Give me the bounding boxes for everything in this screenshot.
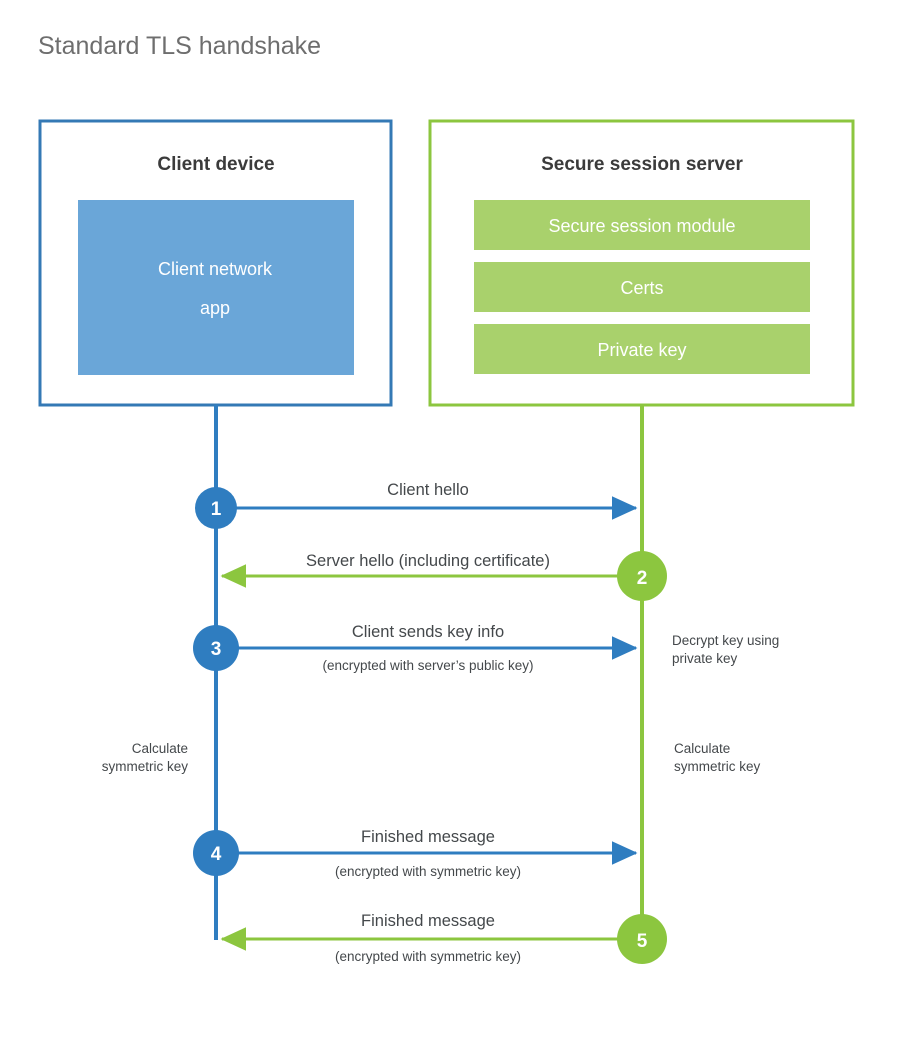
step-2-number: 2 — [637, 568, 648, 589]
client-network-app-label-line2: app — [200, 298, 230, 318]
step-1-label: Client hello — [387, 481, 469, 499]
step-1-number: 1 — [211, 499, 222, 520]
certs-block — [474, 262, 810, 312]
decrypt-note-line1: Decrypt key using — [672, 633, 779, 648]
step-2-marker[interactable] — [617, 551, 667, 601]
step-5-marker[interactable] — [617, 914, 667, 964]
step-3-marker[interactable] — [193, 625, 239, 671]
decrypt-note-line2: private key — [672, 651, 738, 666]
client-network-app-block — [78, 200, 354, 375]
step-2-label: Server hello (including certificate) — [306, 552, 550, 570]
step-5-sublabel: (encrypted with symmetric key) — [335, 949, 521, 964]
step-3-number: 3 — [211, 639, 222, 660]
calc-right-note-line1: Calculate — [674, 741, 730, 756]
step-4-number: 4 — [211, 844, 222, 865]
calc-right-note-line2: symmetric key — [674, 759, 761, 774]
private-key-block — [474, 324, 810, 374]
secure-session-module-block — [474, 200, 810, 250]
step-1-marker[interactable] — [195, 487, 237, 529]
private-key-label: Private key — [597, 340, 686, 360]
client-network-app-label-line1: Client network — [158, 259, 273, 279]
page-title: Standard TLS handshake — [38, 32, 321, 60]
secure-session-module-label: Secure session module — [548, 216, 735, 236]
step-5-number: 5 — [637, 931, 648, 952]
step-4-marker[interactable] — [193, 830, 239, 876]
step-3-sublabel: (encrypted with server’s public key) — [322, 658, 533, 673]
client-device-title: Client device — [157, 154, 274, 175]
step-4-label: Finished message — [361, 828, 495, 846]
step-5-label: Finished message — [361, 912, 495, 930]
calc-left-note-line1: Calculate — [132, 741, 188, 756]
calc-left-note-line2: symmetric key — [102, 759, 189, 774]
certs-label: Certs — [620, 278, 663, 298]
step-4-sublabel: (encrypted with symmetric key) — [335, 864, 521, 879]
secure-session-server-title: Secure session server — [541, 154, 743, 175]
step-3-label: Client sends key info — [352, 623, 504, 641]
